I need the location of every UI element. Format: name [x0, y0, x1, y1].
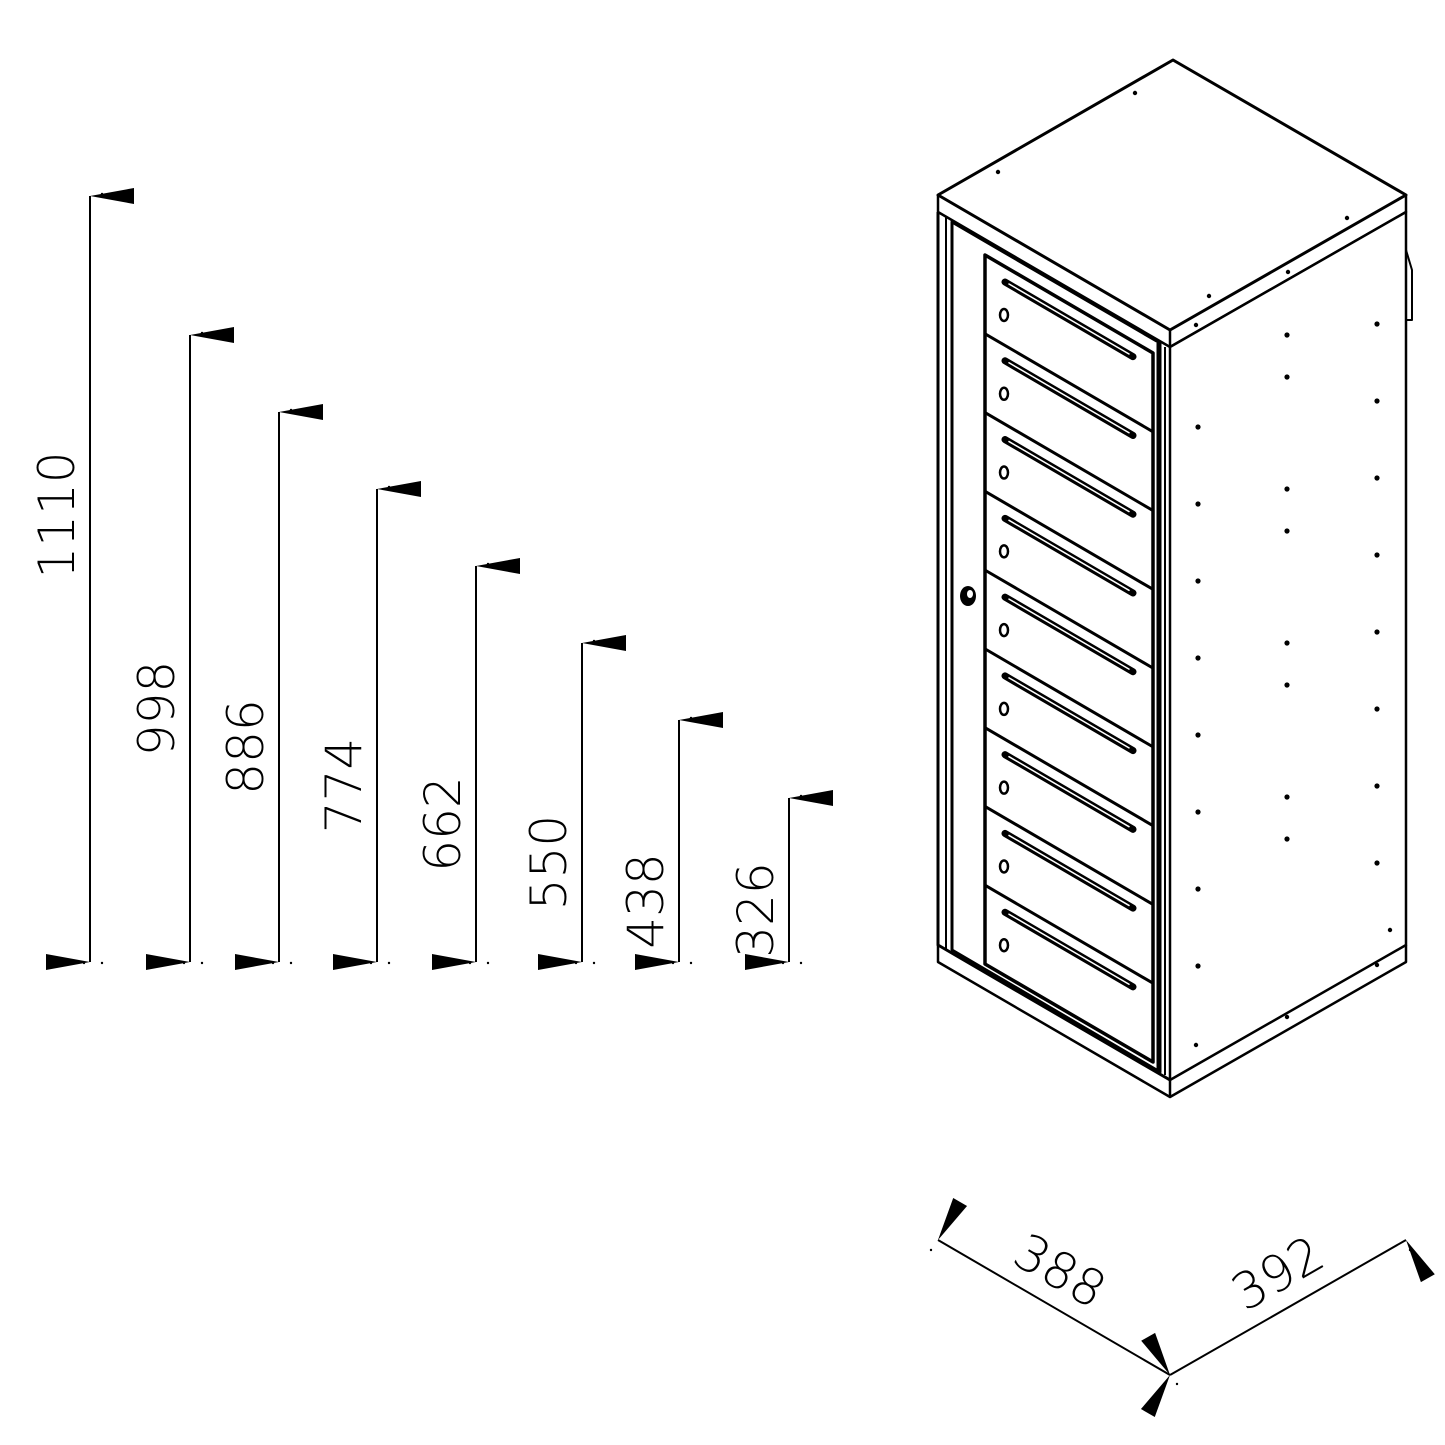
- mail-slot: [1009, 914, 1129, 984]
- height-dimension-label: 774: [315, 738, 373, 833]
- compartment: [985, 413, 1153, 515]
- compartment-panel: [985, 255, 1153, 1062]
- height-dimension: 886: [217, 409, 292, 964]
- compartment: [985, 649, 1153, 751]
- compartment-lock-icon: [1000, 545, 1008, 557]
- height-dimension: 550: [520, 640, 595, 964]
- compartment-lock-icon: [1000, 782, 1008, 794]
- compartment: [985, 728, 1153, 830]
- mail-slot: [1009, 442, 1129, 512]
- compartment: [985, 885, 1153, 987]
- compartment-lock-icon: [1000, 703, 1008, 715]
- mail-slot: [1009, 520, 1129, 590]
- width-dimension-label: 392: [1222, 1224, 1334, 1322]
- height-dimension: 774: [315, 486, 390, 964]
- compartment-lock-icon: [1000, 624, 1008, 636]
- height-dimensions: 1110 998 886 774 662 550 438 326: [28, 193, 802, 964]
- mail-slot: [1009, 757, 1129, 827]
- height-dimension-label: 998: [128, 661, 186, 756]
- mail-slot: [1009, 599, 1129, 669]
- height-dimension-label: 438: [617, 853, 675, 948]
- depth-dimension-label: 388: [1004, 1222, 1116, 1320]
- height-dimension-label: 662: [414, 776, 472, 871]
- compartment: [985, 570, 1153, 672]
- height-dimension: 326: [727, 795, 802, 964]
- height-dimension: 1110: [28, 193, 103, 964]
- compartment: [985, 334, 1153, 436]
- mail-slot: [1009, 363, 1129, 433]
- height-dimension-label: 886: [217, 699, 275, 794]
- height-dimension-label: 326: [727, 862, 785, 957]
- height-dimension: 662: [414, 563, 489, 964]
- height-dimension-label: 1110: [28, 451, 86, 578]
- height-dimension: 438: [617, 717, 692, 964]
- compartment-lock-icon: [1000, 860, 1008, 872]
- height-dimension-label: 550: [520, 815, 578, 910]
- compartments: [985, 282, 1153, 987]
- mailbox-cabinet: [938, 60, 1412, 1097]
- footprint-dimensions: 388 392: [930, 1222, 1411, 1385]
- compartment: [985, 806, 1153, 908]
- compartment-lock-icon: [1000, 939, 1008, 951]
- compartment: [985, 491, 1153, 593]
- height-dimension: 998: [128, 332, 203, 964]
- mail-slot: [1009, 678, 1129, 748]
- mail-slot: [1009, 835, 1129, 905]
- cabinet-right-side: [1170, 212, 1406, 1080]
- compartment-lock-icon: [1000, 309, 1008, 321]
- compartment-lock-icon: [1000, 467, 1008, 479]
- compartment-lock-icon: [1000, 388, 1008, 400]
